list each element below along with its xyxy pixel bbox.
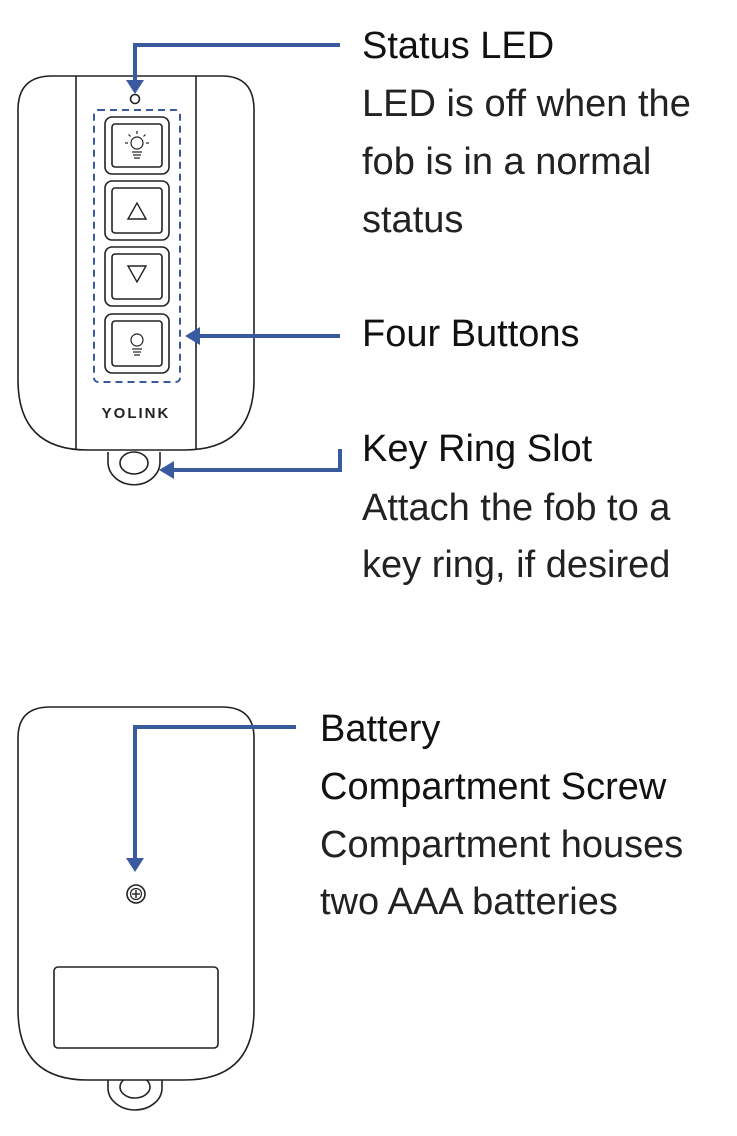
button-down[interactable] [104, 246, 170, 307]
four-buttons-title: Four Buttons [362, 313, 580, 355]
key-ring-hole [119, 451, 149, 475]
battery-desc-line-1: Compartment houses [320, 824, 683, 866]
down-arrow-icon [126, 265, 148, 284]
key-ring-arrow [172, 449, 342, 472]
key-ring-desc-line-1: Attach the fob to a [362, 487, 671, 529]
status-led-desc-line-3: status [362, 199, 463, 241]
status-led [129, 93, 141, 105]
buttons-dashed-outline [93, 109, 181, 383]
callout-arrows-front [126, 43, 342, 479]
back-label-area [53, 966, 219, 1049]
bulb-off-icon [130, 333, 144, 356]
battery-title-line-2: Compartment Screw [320, 766, 667, 808]
light-bulb-icon [125, 131, 149, 159]
fob-front-view [17, 75, 255, 486]
fob-buttons [104, 116, 170, 374]
battery-title-line-1: Battery [320, 708, 440, 750]
screw-icon [126, 884, 146, 904]
status-led-arrow [133, 43, 340, 82]
button-up[interactable] [104, 180, 170, 241]
button-light-on[interactable] [104, 116, 170, 175]
up-arrow-icon [126, 201, 148, 220]
fob-front-body [17, 75, 255, 451]
key-ring-title: Key Ring Slot [362, 428, 593, 470]
status-led-title: Status LED [362, 25, 554, 67]
battery-desc-line-2: two AAA batteries [320, 881, 618, 923]
button-light-off[interactable] [104, 313, 170, 374]
back-key-ring-loop [107, 1078, 163, 1111]
callout-arrows-back [126, 725, 296, 872]
key-ring-loop [107, 452, 161, 486]
status-led-desc-line-1: LED is off when the [362, 83, 691, 125]
battery-screw-arrow [133, 725, 296, 860]
key-ring-desc-line-2: key ring, if desired [362, 544, 670, 586]
status-led-desc-line-2: fob is in a normal [362, 141, 651, 183]
fob-back-view [17, 706, 255, 1111]
brand-logo: YOLINK [102, 405, 171, 422]
